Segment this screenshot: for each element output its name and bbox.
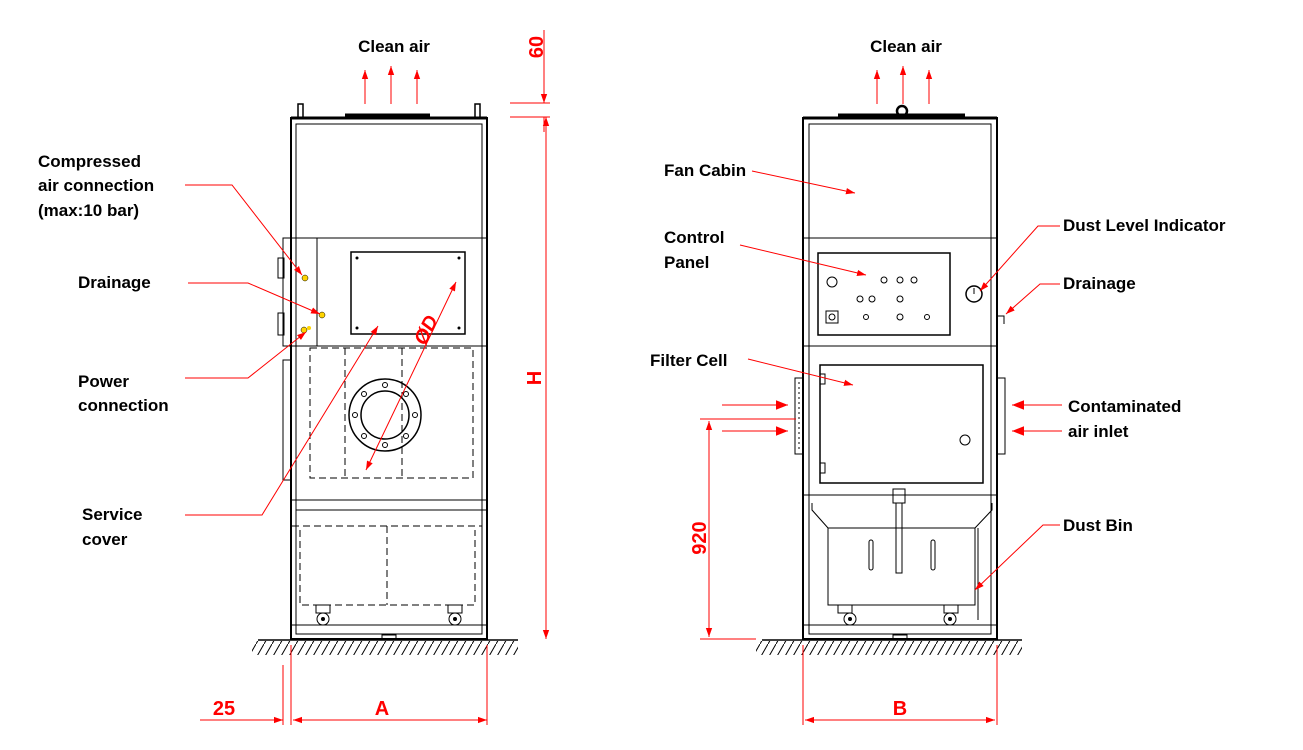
left-flange-holes — [352, 382, 418, 448]
fan-cabin-label: Fan Cabin — [664, 161, 746, 180]
left-lift-eye-left — [297, 103, 304, 119]
left-screw — [355, 256, 359, 260]
panel-main-switch-knob — [828, 313, 836, 321]
service-leader — [185, 325, 379, 516]
right-lift-eye — [895, 104, 909, 118]
left-inlet-flange — [348, 378, 422, 452]
dim-h-label: H — [524, 371, 546, 385]
bin-lever — [895, 502, 903, 574]
dim-b-label: B — [893, 698, 907, 720]
left-side-hinge — [282, 359, 292, 481]
panel-lamps — [856, 276, 930, 321]
door-handle — [959, 434, 971, 446]
inlet-label-1: Contaminated — [1068, 397, 1181, 416]
service-label-2: cover — [82, 530, 128, 549]
diameter-label: ØD — [410, 312, 443, 349]
right-foot — [892, 634, 908, 640]
drainage-right-leader — [1005, 283, 1060, 315]
left-side-fitting-2 — [277, 312, 285, 336]
left-view: Clean air Compressed air connection (max… — [38, 30, 550, 725]
drainage-left-label: Drainage — [78, 273, 151, 292]
right-cabinet-inner — [808, 123, 992, 635]
right-view: Clean air Fan Cabin Control Panel Filter… — [650, 37, 1226, 725]
service-label-1: Service — [82, 505, 143, 524]
dust-level-leader — [979, 225, 1060, 292]
dust-bin-leader — [974, 524, 1060, 591]
bin-lever-top — [892, 488, 906, 504]
dust-bin-label: Dust Bin — [1063, 516, 1133, 535]
fan-cabin-leader — [751, 170, 856, 195]
power-leader — [185, 331, 307, 379]
compressed-air-leader — [185, 184, 303, 276]
compressed-air-label-3: (max:10 bar) — [38, 201, 139, 220]
left-air-indicator — [301, 274, 309, 282]
right-wheel — [943, 604, 959, 626]
left-lift-eye-right — [474, 103, 481, 119]
right-ground-hatch — [756, 641, 1022, 655]
bin-slot — [930, 539, 936, 571]
control-panel-label-1: Control — [664, 228, 724, 247]
right-wheel — [837, 604, 857, 626]
door-hinge — [819, 373, 826, 385]
drainage-right-label: Drainage — [1063, 274, 1136, 293]
right-cabinet-outline — [802, 117, 998, 640]
control-panel-leader — [739, 244, 867, 276]
left-screw — [355, 326, 359, 330]
dust-level-label: Dust Level Indicator — [1063, 216, 1226, 235]
dust-level-gauge — [965, 285, 983, 303]
left-cabinet-inner — [295, 123, 483, 635]
diameter-line — [365, 281, 457, 471]
filter-cell-label: Filter Cell — [650, 351, 727, 370]
left-side-box — [282, 237, 318, 347]
left-ground-hatch — [252, 641, 518, 655]
door-hinge — [819, 462, 826, 474]
drainage-left-leader — [188, 282, 321, 315]
compressed-air-label-2: air connection — [38, 176, 154, 195]
left-drain-indicator — [318, 311, 326, 319]
control-panel-label-2: Panel — [664, 253, 709, 272]
inlet-label-2: air inlet — [1068, 422, 1129, 441]
panel-switch — [826, 276, 838, 288]
left-filter-dashed — [309, 347, 474, 479]
left-foot — [381, 634, 397, 640]
dim-25-label: 25 — [213, 698, 235, 720]
power-label-1: Power — [78, 372, 129, 391]
left-side-fitting-1 — [277, 257, 285, 279]
panel-main-switch — [825, 310, 839, 324]
dim-a-label: A — [375, 698, 389, 720]
filter-cell-leader — [747, 358, 854, 386]
left-clean-air-label: Clean air — [358, 37, 430, 56]
right-clean-air-label: Clean air — [870, 37, 942, 56]
left-wheel — [315, 604, 331, 626]
left-screw — [457, 326, 461, 330]
right-inlet-flange — [996, 377, 1006, 455]
filter-door — [819, 364, 984, 484]
left-inlet-flange — [794, 377, 804, 455]
dim-60-label: 60 — [526, 36, 548, 58]
bin-slot — [868, 539, 874, 571]
left-bin-dashed — [299, 530, 476, 606]
left-wheel — [447, 604, 463, 626]
left-power-indicator-2 — [307, 326, 311, 330]
right-drain-fitting — [997, 315, 1005, 324]
left-service-panel — [350, 251, 466, 335]
dim-920-label: 920 — [689, 521, 711, 554]
left-screw — [457, 256, 461, 260]
left-power-indicator — [300, 326, 308, 334]
power-label-2: connection — [78, 396, 169, 415]
control-panel-box — [817, 252, 951, 336]
compressed-air-label-1: Compressed — [38, 152, 141, 171]
